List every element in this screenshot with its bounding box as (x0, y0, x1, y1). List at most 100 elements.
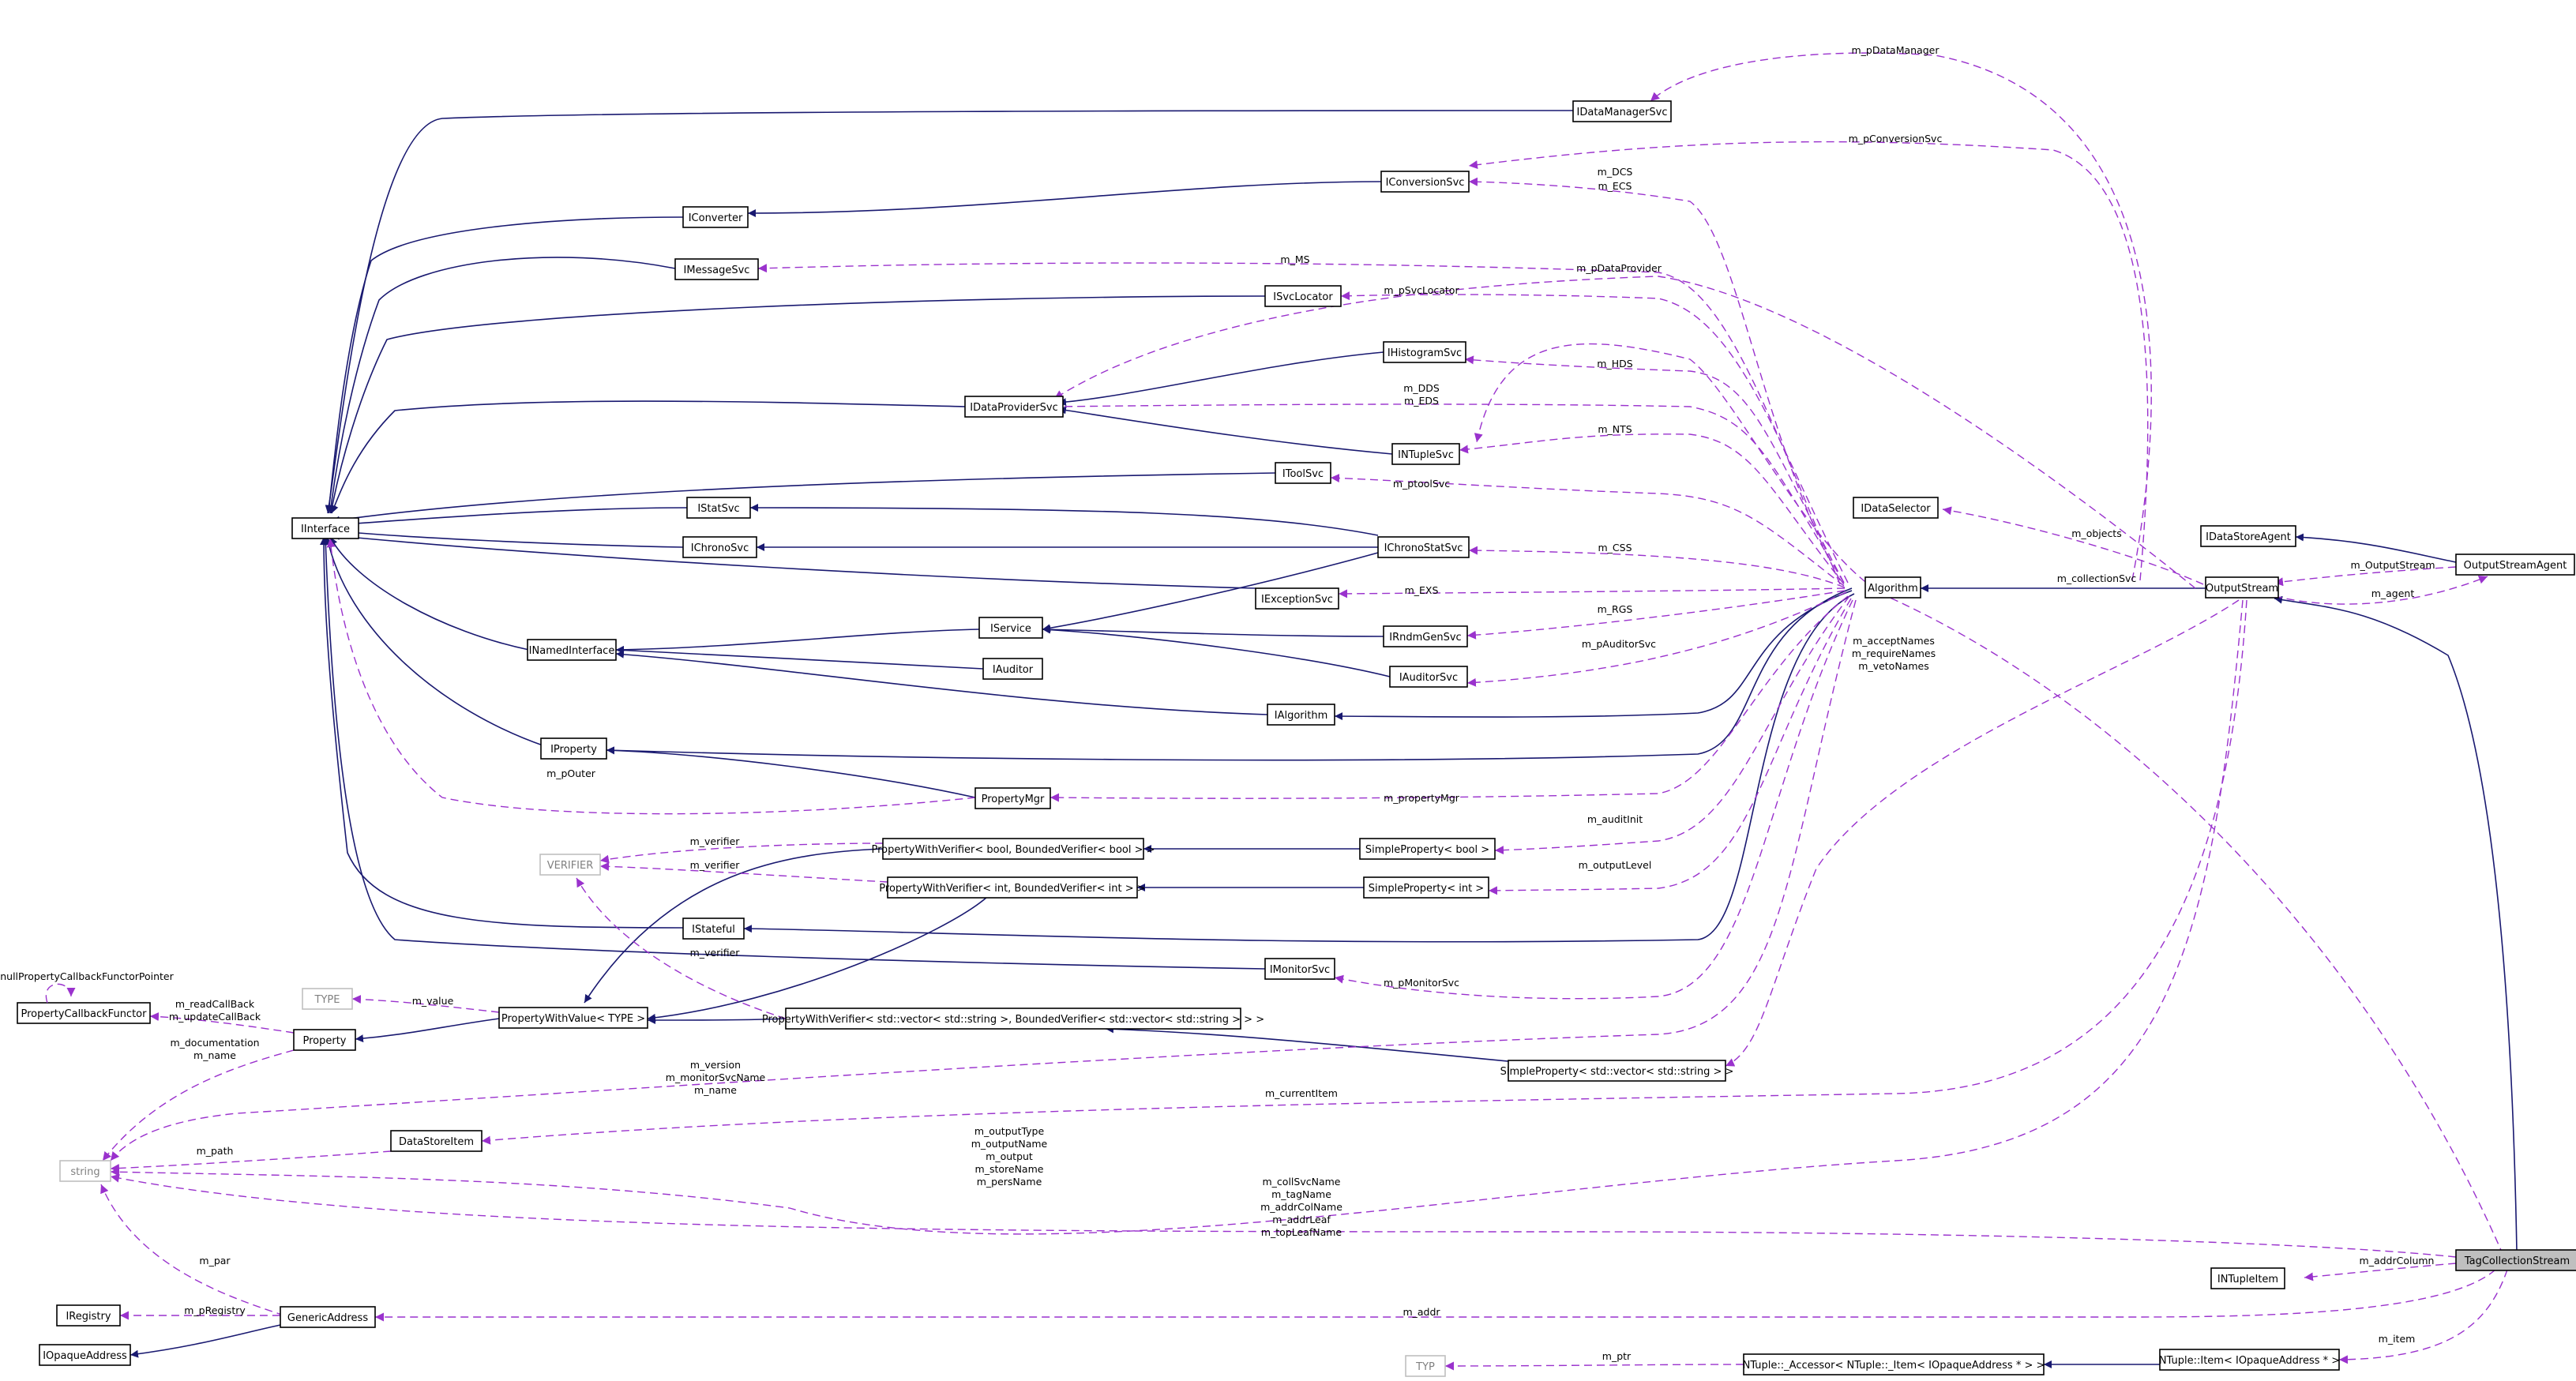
svg-text:IDataSelector: IDataSelector (1861, 503, 1931, 515)
edge-m-outputstream (2274, 566, 2457, 587)
node-pwv-vector[interactable]: PropertyWithVerifier< std::vector< std::… (762, 1008, 1264, 1030)
edge-isvclocator-iinterface (328, 295, 1266, 514)
label-m-pouter: m_pOuter (546, 767, 596, 779)
node-ihistogramsvc[interactable]: IHistogramSvc (1383, 341, 1466, 363)
node-iauditorsvc[interactable]: IAuditorSvc (1389, 666, 1468, 688)
node-inamedinterface[interactable]: INamedInterface (527, 639, 617, 661)
node-propertywithvalue[interactable]: PropertyWithValue< TYPE > (498, 1007, 648, 1029)
edge-m-pconversionsvc (1468, 141, 2149, 581)
node-ichronostatsvc[interactable]: IChronoStatSvc (1377, 536, 1470, 558)
edge-pwv-bool-propertywithvalue (584, 848, 884, 1004)
node-ialgorithm[interactable]: IAlgorithm (1267, 704, 1335, 726)
svg-text:IChronoStatSvc: IChronoStatSvc (1384, 542, 1463, 554)
node-iopaqueaddress[interactable]: IOpaqueAddress (39, 1344, 131, 1366)
label-m-rgs: m_RGS (1598, 603, 1633, 615)
node-ntuple-item[interactable]: NTuple::Item< IOpaqueAddress * > (2159, 1349, 2340, 1371)
node-simpleproperty-int[interactable]: SimpleProperty< int > (1363, 876, 1489, 899)
svg-text:PropertyMgr: PropertyMgr (982, 794, 1045, 805)
label-m-verifier-3: m_verifier (690, 947, 741, 959)
node-simpleproperty-vector[interactable]: SimpleProperty< std::vector< std::string… (1500, 1060, 1734, 1082)
edge-m-objects (1942, 506, 2204, 585)
node-idataselector[interactable]: IDataSelector (1853, 497, 1939, 519)
label-m-outputname: m_outputName (971, 1138, 1048, 1150)
edge-idataprovidersvc-iinterface (331, 400, 966, 514)
node-ichronosvc[interactable]: IChronoSvc (682, 536, 757, 558)
node-simpleproperty-bool[interactable]: SimpleProperty< bool > (1359, 838, 1496, 860)
node-tagcollectionstream[interactable]: TagCollectionStream (2455, 1249, 2576, 1271)
node-algorithm[interactable]: Algorithm (1864, 576, 1921, 599)
node-genericaddress[interactable]: GenericAddress (280, 1306, 376, 1328)
node-intupleitem[interactable]: INTupleItem (2210, 1267, 2285, 1289)
label-m-par: m_par (199, 1255, 231, 1267)
edge-ihistogramsvc-idataprovidersvc (1057, 351, 1384, 407)
node-iinterface[interactable]: IInterface (291, 517, 359, 539)
node-ntuple-accessor[interactable]: NTuple::_Accessor< NTuple::_Item< IOpaqu… (1743, 1353, 2045, 1375)
edge-m-verifier-3 (576, 877, 787, 1019)
svg-text:IToolSvc: IToolSvc (1282, 468, 1324, 480)
label-m-exs: m_EXS (1405, 584, 1439, 596)
edge-iexceptionsvc-iinterface (331, 531, 1256, 589)
label-m-monitorsvcname: m_monitorSvcName (666, 1071, 766, 1083)
node-verifier[interactable]: VERIFIER (539, 854, 601, 876)
node-outputstream[interactable]: OutputStream (2205, 576, 2279, 599)
edge-algorithm-ialgorithm (1334, 590, 1853, 721)
label-m-psvclocator: m_pSvcLocator (1384, 284, 1459, 296)
svg-text:IConverter: IConverter (689, 212, 743, 224)
label-m-ptr: m_ptr (1602, 1350, 1632, 1362)
node-idatastoreagent[interactable]: IDataStoreAgent (2200, 525, 2296, 547)
node-idatamanagersvc[interactable]: IDataManagerSvc (1572, 100, 1672, 122)
node-outputstreamagent[interactable]: OutputStreamAgent (2455, 554, 2575, 576)
node-property[interactable]: Property (293, 1029, 356, 1051)
edge-m-par (100, 1184, 285, 1316)
svg-text:IHistogramSvc: IHistogramSvc (1388, 347, 1462, 359)
node-datastoreitem[interactable]: DataStoreItem (390, 1130, 483, 1152)
label-m-nts: m_NTS (1598, 423, 1632, 435)
label-null-callback: nullPropertyCallbackFunctorPointer (0, 970, 174, 982)
label-m-persname: m_persName (977, 1176, 1042, 1188)
node-itoolsvc[interactable]: IToolSvc (1275, 462, 1331, 484)
label-m-currentitem: m_currentItem (1265, 1087, 1338, 1099)
node-iregistry[interactable]: IRegistry (56, 1304, 121, 1327)
node-iauditor[interactable]: IAuditor (982, 658, 1043, 680)
node-istatsvc[interactable]: IStatSvc (686, 497, 751, 519)
svg-text:SimpleProperty< std::vector< s: SimpleProperty< std::vector< std::string… (1500, 1066, 1734, 1078)
node-iconverter[interactable]: IConverter (682, 206, 749, 228)
node-iservice[interactable]: IService (978, 617, 1043, 639)
node-idataprovidersvc[interactable]: IDataProviderSvc (964, 396, 1064, 418)
node-iconversionsvc[interactable]: IConversionSvc (1380, 171, 1470, 193)
svg-text:IMonitorSvc: IMonitorSvc (1270, 964, 1330, 976)
svg-text:TYP: TYP (1415, 1361, 1435, 1373)
edge-m-callbacks (149, 1012, 295, 1034)
edge-iconverter-iinterface (325, 216, 684, 514)
node-intuplesvc[interactable]: INTupleSvc (1391, 443, 1460, 465)
inheritance-edges (130, 110, 2518, 1368)
node-typ[interactable]: TYP (1405, 1355, 1446, 1377)
edge-m-exs (1338, 587, 1846, 599)
node-iexceptionsvc[interactable]: IExceptionSvc (1255, 587, 1339, 610)
svg-text:TYPE: TYPE (314, 994, 340, 1006)
label-m-pauditorsvc: m_pAuditorSvc (1582, 638, 1656, 650)
node-imessagesvc[interactable]: IMessageSvc (674, 258, 759, 280)
label-m-hds: m_HDS (1597, 358, 1632, 370)
node-pwv-bool[interactable]: PropertyWithVerifier< bool, BoundedVerif… (871, 838, 1155, 860)
node-propertymgr[interactable]: PropertyMgr (974, 787, 1051, 809)
edge-iservice-inamedinterface (615, 629, 980, 654)
svg-text:IRegistry: IRegistry (66, 1311, 111, 1323)
label-m-version: m_version (690, 1059, 741, 1071)
node-iproperty[interactable]: IProperty (540, 737, 607, 760)
edge-iauditor-inamedinterface (615, 646, 984, 670)
node-type[interactable]: TYPE (302, 988, 353, 1010)
node-imonitorsvc[interactable]: IMonitorSvc (1264, 958, 1335, 980)
node-istateful[interactable]: IStateful (682, 918, 745, 940)
node-pwv-int[interactable]: PropertyWithVerifier< int, BoundedVerifi… (879, 876, 1146, 899)
label-m-addrcolumn: m_addrColumn (2360, 1255, 2435, 1267)
svg-text:IAuditorSvc: IAuditorSvc (1399, 672, 1458, 684)
label-m-css: m_CSS (1598, 542, 1632, 554)
node-isvclocator[interactable]: ISvcLocator (1264, 285, 1342, 307)
node-string[interactable]: string (59, 1160, 111, 1182)
node-propertycallbackfunctor[interactable]: PropertyCallbackFunctor (17, 1002, 151, 1024)
label-m-requirenames: m_requireNames (1852, 647, 1936, 659)
edge-irndmgensvc-iservice (1042, 625, 1384, 637)
node-irndmgensvc[interactable]: IRndmGenSvc (1383, 625, 1468, 647)
